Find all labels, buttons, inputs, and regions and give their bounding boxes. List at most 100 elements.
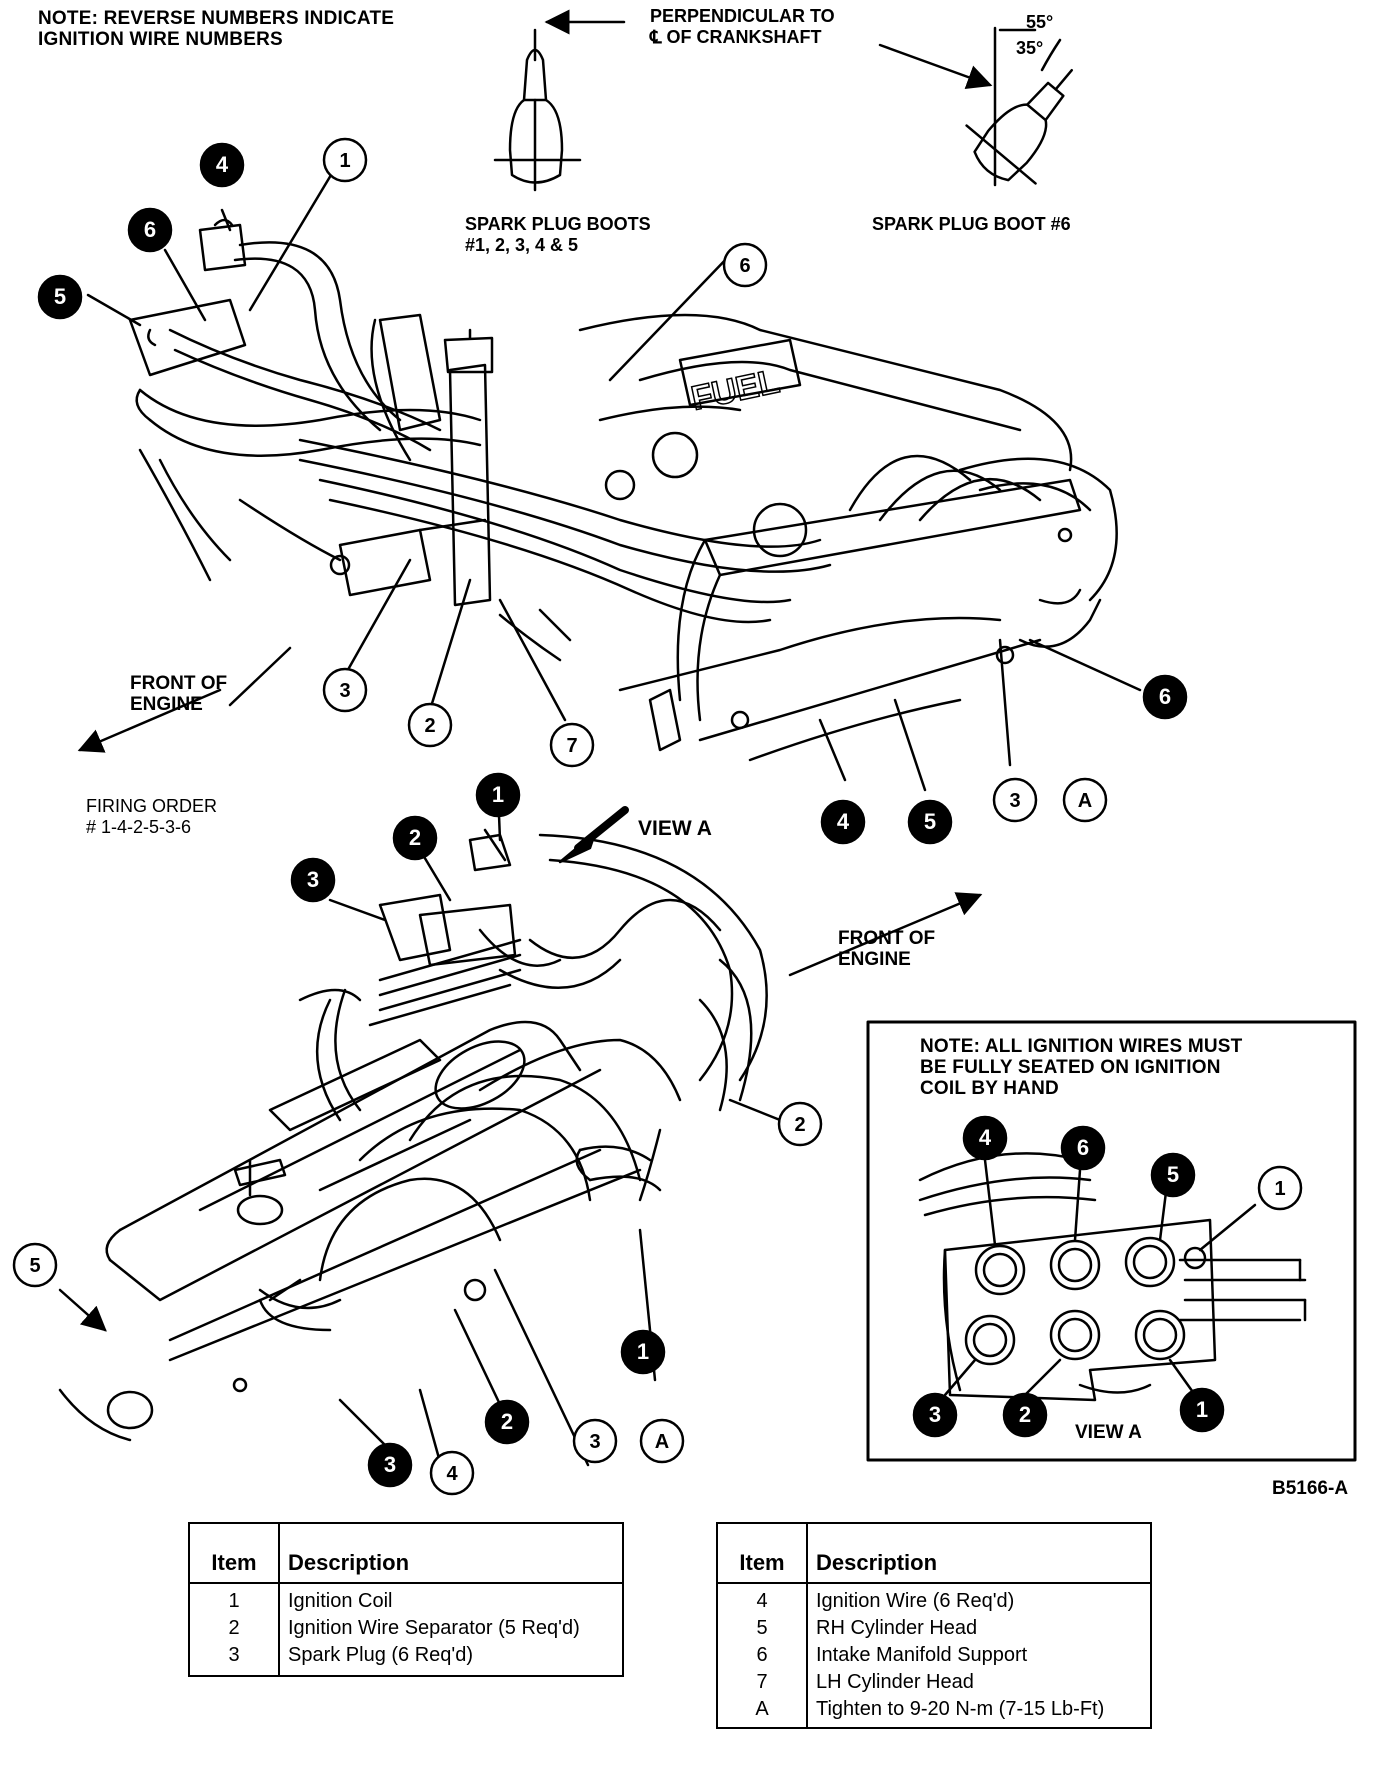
angle-35: 35° [1016,38,1044,58]
wire-number-callout: 6 [127,207,173,253]
note-line: NOTE: REVERSE NUMBERS INDICATE [38,8,395,29]
wire-number-callout: 5 [1150,1152,1196,1198]
item-cell: 2 [190,1615,280,1642]
wire-number-callout: 2 [1002,1392,1048,1438]
callout-number: 5 [924,809,936,834]
firing-order: FIRING ORDER # 1-4-2-5-3-6 [86,796,217,838]
callout-number: 5 [29,1255,40,1277]
callout-number: 2 [409,825,421,850]
callout-circle [392,815,438,861]
callout-circle [407,702,453,748]
callout-number: 1 [1274,1178,1285,1200]
table-row: 6 Intake Manifold Support [718,1642,1150,1669]
callout-circle [12,1242,58,1288]
figure-code: B5166-A [1272,1478,1349,1499]
callout-number: A [655,1431,669,1453]
upper-engine-illustration [128,218,1118,762]
callout-circle [127,207,173,253]
description-cell: LH Cylinder Head [816,1671,974,1693]
callout-circle [199,142,245,188]
angle-55: 55° [1026,12,1054,32]
callout-number: 2 [424,715,435,737]
callout-circle [37,274,83,320]
legend-table-left: Item Description 1 Ignition Coil 2 Ignit… [188,1522,624,1677]
wire-number-callout: 3 [912,1392,958,1438]
perpendicular-label: PERPENDICULAR TO ℄ OF CRANKSHAFT [650,6,835,48]
note-line: BE FULLY SEATED ON IGNITION [920,1057,1221,1078]
callout-circle [572,1418,618,1464]
callout-number: 3 [589,1431,600,1453]
lower-engine-illustration [58,828,768,1442]
wire-number-callout: 6 [1060,1125,1106,1171]
wire-number-callout: 1 [475,772,521,818]
callout-circle [722,242,768,288]
callout-number: 5 [54,284,66,309]
description-cell: Ignition Wire Separator (5 Req'd) [288,1617,580,1639]
callout-circle [777,1101,823,1147]
item-callout: 2 [407,702,453,748]
callout-number: 2 [1019,1402,1031,1427]
wire-number-callout: 5 [37,274,83,320]
callout-number: 5 [1167,1162,1179,1187]
wire-number-callout: 5 [907,799,953,845]
callout-number: 4 [979,1125,992,1150]
callout-number: 2 [794,1114,805,1136]
wire-number-callout: 6 [1142,674,1188,720]
item-cell: 4 [718,1583,808,1615]
callout-circle [1150,1152,1196,1198]
wire-number-callout: 3 [290,857,336,903]
wire-number-callout: 4 [820,799,866,845]
callout-number: 1 [339,150,350,172]
callout-number: 1 [1196,1397,1208,1422]
callout-circle [1179,1387,1225,1433]
front-of-engine-upper: FRONT OF ENGINE [130,673,227,715]
description-cell: RH Cylinder Head [816,1617,978,1639]
callout-circle [639,1418,685,1464]
item-cell: 5 [718,1615,808,1642]
callout-number: A [1078,790,1092,812]
table-row: 1 Ignition Coil [190,1583,622,1615]
front-of-engine-lower: FRONT OF ENGINE [838,928,935,970]
spark-plug-boot-angled [878,26,1074,187]
wire-number-callout: 4 [962,1115,1008,1161]
coil-seating-note: NOTE: ALL IGNITION WIRES MUST BE FULLY S… [920,1036,1242,1099]
callout-circle [290,857,336,903]
legend-table-right: Item Description 4 Ignition Wire (6 Req'… [716,1522,1152,1729]
callout-circle [322,137,368,183]
note-line: COIL BY HAND [920,1078,1059,1099]
item-callout: 1 [322,137,368,183]
callout-number: 3 [929,1402,941,1427]
wire-number-callout: 1 [620,1329,666,1375]
description-cell: Spark Plug (6 Req'd) [288,1644,474,1666]
boots-line: #1, 2, 3, 4 & 5 [465,235,579,255]
item-callout: 5 [12,1242,58,1288]
item-callout: 3 [322,667,368,713]
callout-circle [1060,1125,1106,1171]
callout-circle [1142,674,1188,720]
item-cell: 1 [190,1583,280,1615]
callout-circle [1257,1165,1303,1211]
item-callout: 2 [777,1101,823,1147]
table-row: A Tighten to 9-20 N-m (7-15 Lb-Ft) [718,1696,1150,1727]
description-cell: Ignition Wire (6 Req'd) [816,1590,1015,1612]
callout-circle [820,799,866,845]
callout-number: 6 [739,255,750,277]
callout-circle [992,777,1038,823]
col-description: Description [807,1524,1150,1584]
table-row: 7 LH Cylinder Head [718,1669,1150,1696]
callout-circle [475,772,521,818]
callout-circle [620,1329,666,1375]
spark-plug-boot-straight [493,9,626,192]
note-line: NOTE: ALL IGNITION WIRES MUST [920,1036,1243,1057]
callout-circle [1062,777,1108,823]
front-line: ENGINE [130,694,203,715]
view-a-label: VIEW A [638,817,712,840]
callout-number: 1 [637,1339,649,1364]
col-item: Item [718,1524,808,1584]
item-cell: 7 [718,1669,808,1696]
note-line: IGNITION WIRE NUMBERS [38,29,283,50]
item-cell: A [718,1696,808,1727]
callout-number: 3 [1009,790,1020,812]
boots-line: SPARK PLUG BOOTS [465,214,651,234]
col-description: Description [279,1524,622,1584]
